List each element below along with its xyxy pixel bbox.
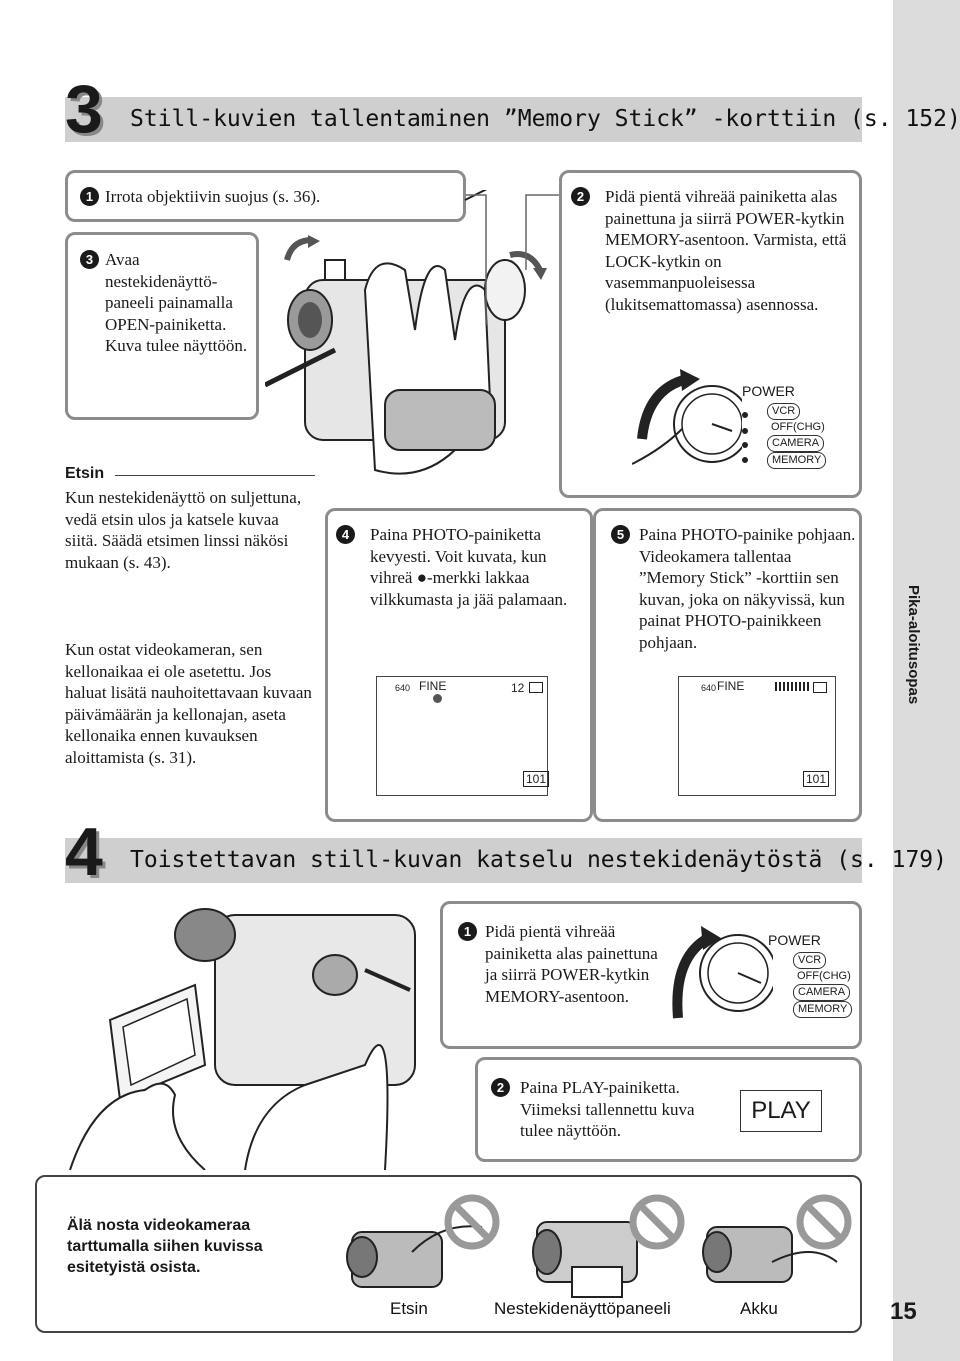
s4-step1-text: Pidä pientä vihreää painiketta alas pain… <box>485 922 658 1006</box>
s4-step2-box: 2 Paina PLAY-painiketta. Viimeksi tallen… <box>475 1057 862 1162</box>
step-number: 2 <box>491 1078 510 1097</box>
step-number: 5 <box>611 525 630 544</box>
section3-number: 3 <box>65 71 103 147</box>
etsin-text: Kun nestekidenäyttö on suljettuna, vedä … <box>65 488 302 572</box>
step5-box: 5 Paina PHOTO-painike pohjaan. Videokame… <box>593 508 862 822</box>
step-number: 4 <box>336 525 355 544</box>
etsin-heading: Etsin <box>65 465 105 482</box>
section4-title: Toistettavan still-kuvan katselu nesteki… <box>130 847 947 873</box>
section4-header-bar <box>65 838 862 883</box>
lcd-resolution: 640 <box>395 683 411 693</box>
step3-text: Avaa nestekidenäyttö-paneeli painamalla … <box>105 250 248 355</box>
green-dot-icon <box>433 694 442 703</box>
lcd-folder: 101 <box>803 771 830 787</box>
section4-number: 4 <box>65 814 103 890</box>
s4-step1-box: 1 Pidä pientä vihreää painiketta alas pa… <box>440 901 862 1049</box>
power-option-vcr: VCR <box>793 952 827 969</box>
side-tab <box>893 0 960 1361</box>
power-dial-illustration <box>672 926 773 1019</box>
power-label: POWER <box>742 383 795 399</box>
power-option-memory: MEMORY <box>767 452 827 469</box>
power-option-off: OFF(CHG) <box>797 970 851 982</box>
step2-text: Pidä pientä vihreää painiketta alas pain… <box>605 187 847 314</box>
section3-header-bar <box>65 97 862 142</box>
step-number: 1 <box>80 187 99 206</box>
side-tab-label: Pika-aloitusopas <box>905 585 922 705</box>
step2-box: 2 Pidä pientä vihreää painiketta alas pa… <box>559 170 862 498</box>
warning-text: Älä nosta videokameraa tarttumalla siihe… <box>67 1217 263 1276</box>
power-options: VCR OFF(CHG) CAMERA MEMORY <box>793 952 855 1018</box>
step5-lcd-screen: 640 FINE 101 <box>678 676 836 796</box>
memory-stick-icon <box>529 682 543 693</box>
power-option-off: OFF(CHG) <box>771 421 825 433</box>
page-number: 15 <box>890 1298 917 1325</box>
warning-label-etsin: Etsin <box>390 1299 428 1318</box>
callout-lines <box>466 194 559 325</box>
step-number: 2 <box>571 187 590 206</box>
lcd-quality: FINE <box>419 679 447 693</box>
lcd-count: 12 <box>511 681 525 695</box>
step1-text: Irrota objektiivin suojus (s. 36). <box>105 187 321 206</box>
power-indicator-dots <box>742 412 748 463</box>
power-dial-illustration <box>632 369 742 465</box>
power-option-camera: CAMERA <box>793 984 851 1001</box>
lcd-resolution: 640 <box>701 683 717 693</box>
step5-text: Paina PHOTO-painike pohjaan. Videokamera… <box>639 525 856 652</box>
warning-box: Älä nosta videokameraa tarttumalla siihe… <box>35 1175 862 1333</box>
recording-bars-icon <box>775 682 811 691</box>
power-options: VCR OFF(CHG) CAMERA MEMORY <box>767 403 829 469</box>
lcd-quality: FINE <box>717 679 745 693</box>
step1-box: 1 Irrota objektiivin suojus (s. 36). <box>65 170 466 222</box>
step-number: 3 <box>80 250 99 269</box>
s4-step2-text: Paina PLAY-painiketta. Viimeksi tallenne… <box>520 1078 695 1140</box>
arrow-rotate-icon <box>509 251 547 280</box>
section3-title: Still-kuvien tallentaminen ”Memory Stick… <box>130 106 960 132</box>
step4-lcd-screen: 640 FINE 12 101 <box>376 676 550 796</box>
camcorder-hand-illustration <box>265 190 526 475</box>
power-option-vcr: VCR <box>767 403 801 420</box>
play-button: PLAY <box>740 1090 822 1132</box>
clock-note: Kun ostat videokameran, sen kellonaikaa … <box>65 640 312 767</box>
warning-label-lcd-panel: Nestekidenäyttöpaneeli <box>494 1299 671 1318</box>
prohibited-grips-illustration <box>346 1194 852 1298</box>
arrow-open-icon <box>284 235 320 261</box>
power-option-camera: CAMERA <box>767 435 825 452</box>
step4-text: Paina PHOTO-painiketta kevyesti. Voit ku… <box>370 525 568 609</box>
etsin-pointer-line <box>115 475 315 476</box>
warning-label-battery: Akku <box>740 1299 778 1318</box>
power-label: POWER <box>768 932 821 948</box>
power-option-memory: MEMORY <box>793 1001 853 1018</box>
step4-box: 4 Paina PHOTO-painiketta kevyesti. Voit … <box>325 508 593 822</box>
camcorder-lcd-open-illustration <box>69 908 416 1170</box>
memory-stick-icon <box>813 682 827 693</box>
step3-box: 3 Avaa nestekidenäyttö-paneeli painamall… <box>65 232 259 420</box>
lcd-folder: 101 <box>523 771 550 787</box>
step-number: 1 <box>458 922 477 941</box>
